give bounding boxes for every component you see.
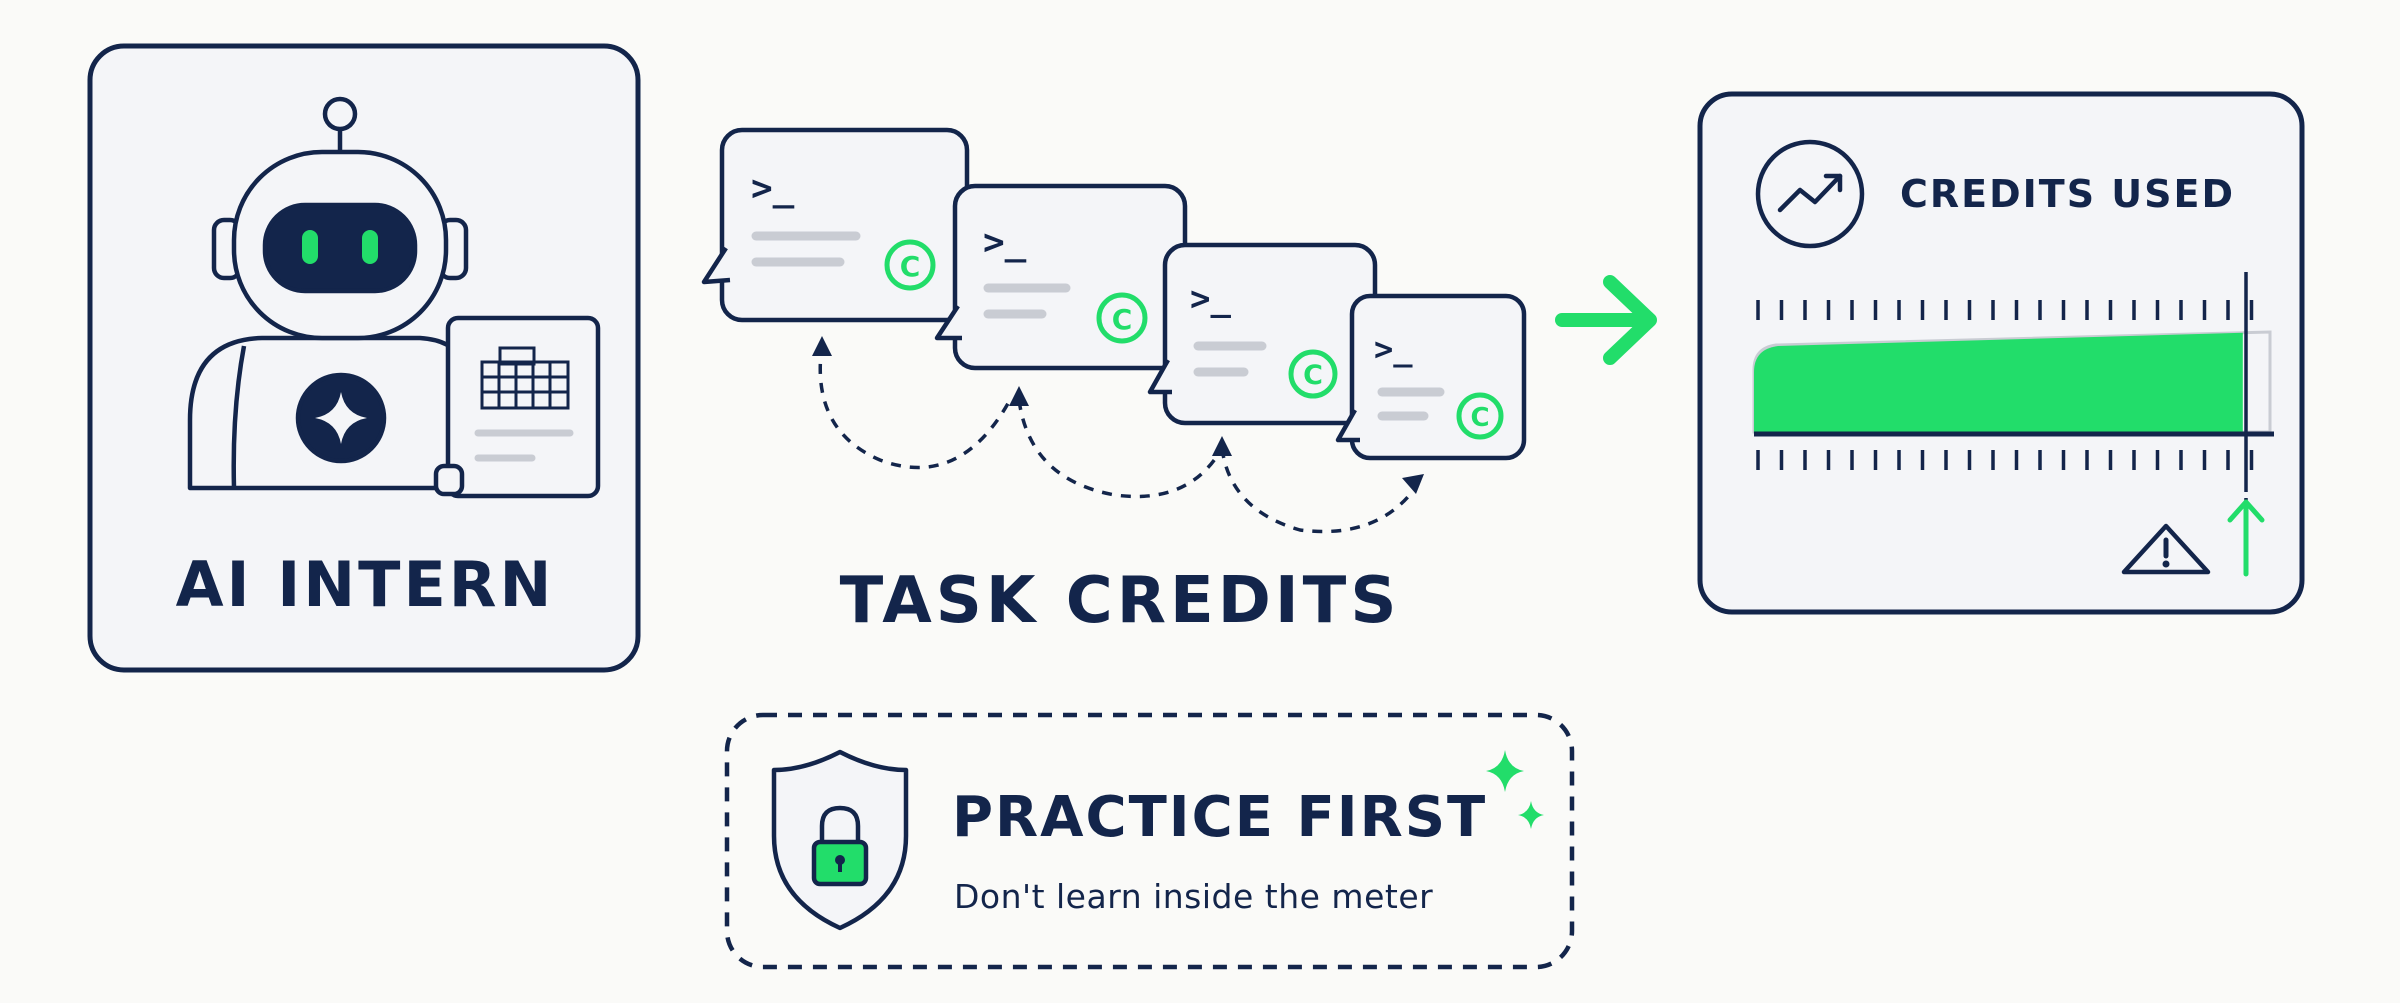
usage-meter — [1752, 272, 2274, 520]
svg-text:C: C — [1112, 303, 1133, 336]
trend-up-icon — [1755, 139, 1865, 249]
warning-icon — [2121, 523, 2211, 575]
credit-coin-icon: C — [1096, 292, 1148, 344]
practice-first-subtitle: Don't learn inside the meter — [954, 877, 1434, 916]
task-bubble-4: >_ C — [1335, 293, 1527, 461]
credits-used-card — [1697, 91, 2305, 615]
practice-first-title: PRACTICE FIRST — [952, 785, 1488, 850]
terminal-icon: >_ — [1374, 330, 1413, 368]
terminal-icon: >_ — [1190, 279, 1231, 319]
task-bubble-3: >_ C — [1147, 242, 1378, 426]
meter-fill — [1754, 332, 2243, 432]
meter-ticks-bottom — [1756, 450, 2254, 470]
meter-ticks-top — [1756, 300, 2254, 320]
svg-text:C: C — [900, 250, 921, 283]
credit-coin-icon: C — [1456, 392, 1504, 440]
ai-intern-card — [87, 43, 641, 673]
terminal-icon: >_ — [983, 222, 1027, 263]
arrow-up-icon — [2227, 499, 2265, 577]
credit-coin-icon: C — [884, 239, 936, 291]
shield-lock-icon — [771, 749, 909, 931]
ai-intern-title: AI INTERN — [175, 548, 555, 621]
svg-text:C: C — [1303, 360, 1323, 391]
building-icon — [480, 346, 570, 410]
intern-document — [433, 315, 601, 499]
robot-icon — [187, 96, 469, 491]
sparkle-icon — [1486, 750, 1524, 792]
task-credits-group: >_ C >_ C >_ — [701, 127, 1527, 534]
task-credits-title: TASK CREDITS — [839, 564, 1401, 638]
sparkle-icon — [315, 392, 367, 444]
task-bubble-2: >_ C — [934, 183, 1188, 371]
credits-used-title: CREDITS USED — [1900, 172, 2236, 216]
arrow-right-icon — [1555, 275, 1657, 365]
credit-flow-arrows — [818, 344, 1420, 534]
practice-first-callout — [724, 712, 1575, 970]
credit-coin-icon: C — [1288, 349, 1338, 399]
task-bubble-1: >_ C — [701, 127, 970, 323]
arrow-heads — [812, 336, 1424, 494]
terminal-icon: >_ — [751, 168, 795, 209]
svg-text:C: C — [1470, 403, 1489, 433]
sparkle-icon — [1518, 801, 1544, 829]
